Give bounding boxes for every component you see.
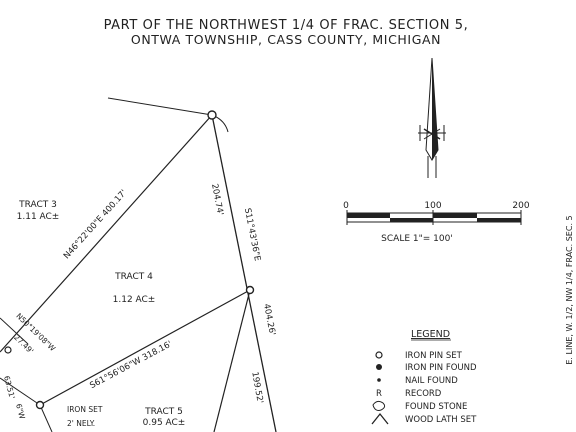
legend-iron-pin-set-icon	[375, 351, 383, 359]
map-title-line2: ONTWA TOWNSHIP, CASS COUNTY, MICHIGAN	[131, 32, 441, 47]
legend-title: LEGEND	[411, 329, 450, 340]
iron-pin-set-marker	[207, 110, 217, 120]
legend-record-symbol: R	[376, 389, 382, 399]
scale-caption: SCALE 1"= 100'	[381, 234, 453, 244]
iron-set-note1: IRON SET	[67, 405, 103, 414]
bearing-n46: N46°22'00"E 400.17'	[62, 188, 129, 261]
bearing-s11: S11°43'36"E	[242, 207, 262, 262]
dist-204: 204.74'	[209, 183, 225, 216]
legend-item-label: IRON PIN SET	[405, 351, 463, 361]
iron-pin-set-marker	[35, 400, 45, 410]
legend-item-label: FOUND STONE	[405, 402, 467, 412]
iron-pin-set-marker	[245, 285, 255, 295]
dist-404: 404.26'	[261, 303, 277, 336]
tract4-name: TRACT 4	[114, 272, 153, 282]
iron-set-note2: 2' NELY.	[67, 419, 95, 428]
iron-pin-set-marker	[4, 346, 12, 354]
legend-iron-pin-found-icon	[376, 364, 382, 370]
legend-wood-lath-icon	[371, 412, 389, 425]
tract4-area: 1.12 AC±	[113, 295, 156, 305]
dist-199: 199.52'	[249, 371, 264, 404]
legend-found-stone-icon	[372, 400, 386, 411]
tract5-area: 0.95 AC±	[143, 418, 186, 428]
legend-item-label: IRON PIN FOUND	[405, 363, 477, 373]
scale-tick-100: 100	[424, 201, 441, 211]
bearing-partial: 6"W	[14, 403, 27, 421]
legend-item-label: RECORD	[405, 389, 442, 399]
legend-nail-found-icon	[377, 378, 381, 382]
bearing-s61: S61°56'06"W 318.16'	[88, 339, 174, 391]
north-arrow-icon	[418, 57, 446, 178]
tract3-area: 1.11 AC±	[17, 212, 60, 222]
map-title-line1: PART OF THE NORTHWEST 1/4 OF FRAC. SECTI…	[104, 18, 469, 33]
scale-bar	[346, 210, 522, 225]
legend-item-label: WOOD LATH SET	[405, 415, 477, 425]
tract3-name: TRACT 3	[18, 200, 57, 210]
dist-6351: 63.51'	[2, 375, 17, 400]
scale-tick-0: 0	[343, 201, 349, 211]
legend-item-label: NAIL FOUND	[405, 376, 458, 386]
dist-2749: 27.49'	[12, 333, 35, 356]
tract5-name: TRACT 5	[144, 407, 183, 417]
scale-tick-200: 200	[512, 201, 529, 211]
legend: LEGEND IRON PIN SET IRON PIN FOUND NAIL …	[371, 329, 477, 425]
parcel-lines	[0, 97, 277, 432]
side-note: E. LINE, W. 1/2, NW 1/4, FRAC. SEC. 5	[565, 215, 574, 364]
